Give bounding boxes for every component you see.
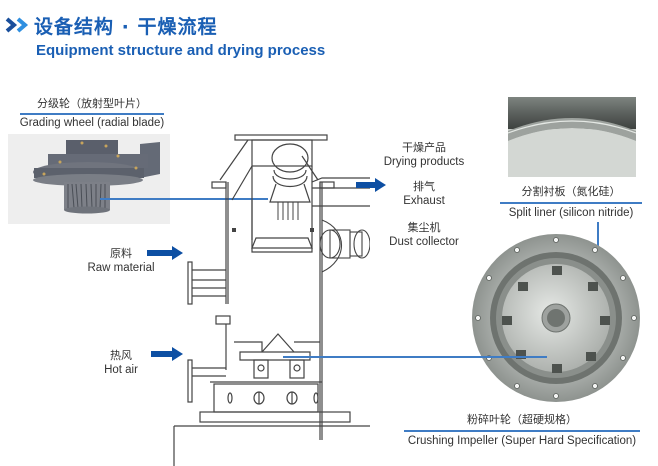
- crushing-impeller-label-cn: 粉碎叶轮（超硬规格）: [467, 413, 577, 426]
- split-liner-photo: [508, 97, 636, 177]
- split-liner-underline: [500, 202, 642, 204]
- grading-wheel-underline: [20, 113, 164, 115]
- crushing-impeller-photo: [470, 232, 642, 404]
- crushing-impeller-underline: [404, 430, 640, 432]
- grading-wheel-label: 分级轮（放射型叶片） Grading wheel (radial blade): [14, 96, 170, 131]
- dryer-machine-drawing: [173, 134, 370, 466]
- drying-products-label-en: Drying products: [383, 156, 465, 168]
- double-chevron-right-icon: [5, 17, 29, 33]
- dust-collector-label: 集尘机 Dust collector: [374, 220, 474, 250]
- exhaust-label-cn: 排气: [413, 180, 435, 193]
- exhaust-label: 排气 Exhaust: [374, 179, 474, 209]
- dust-collector-label-cn: 集尘机: [407, 221, 441, 234]
- drying-products-label: 干燥产品 Drying products: [374, 140, 474, 170]
- exhaust-arrow-icon: [356, 178, 386, 192]
- hot-air-label-en: Hot air: [104, 364, 138, 376]
- split-liner-label-en: Split liner (silicon nitride): [508, 207, 634, 219]
- raw-material-arrow-icon: [147, 246, 183, 260]
- grading-wheel-photo: [8, 134, 170, 224]
- raw-material-label-cn: 原料: [110, 247, 132, 260]
- section-title-en: Equipment structure and drying process: [36, 42, 326, 59]
- hot-air-label: 热风 Hot air: [76, 348, 166, 378]
- grading-wheel-leader-line: [100, 198, 268, 200]
- hot-air-label-cn: 热风: [110, 349, 132, 362]
- raw-material-label-en: Raw material: [87, 262, 155, 274]
- split-liner-label-cn: 分割衬板（氮化硅）: [521, 185, 621, 198]
- crushing-impeller-label: 粉碎叶轮（超硬规格） Crushing Impeller (Super Hard…: [402, 412, 642, 449]
- crushing-impeller-label-en: Crushing Impeller (Super Hard Specificat…: [407, 435, 637, 447]
- dust-collector-label-en: Dust collector: [389, 236, 459, 248]
- grading-wheel-label-en: Grading wheel (radial blade): [19, 117, 165, 129]
- section-title-cn: 设备结构 · 干燥流程: [34, 16, 218, 38]
- crushing-impeller-leader-line: [283, 356, 547, 358]
- exhaust-label-en: Exhaust: [403, 195, 445, 207]
- split-liner-label: 分割衬板（氮化硅） Split liner (silicon nitride): [496, 184, 646, 221]
- drying-products-label-cn: 干燥产品: [402, 141, 446, 154]
- raw-material-label: 原料 Raw material: [76, 246, 166, 276]
- grading-wheel-label-cn: 分级轮（放射型叶片）: [37, 97, 147, 110]
- hot-air-arrow-icon: [151, 347, 183, 361]
